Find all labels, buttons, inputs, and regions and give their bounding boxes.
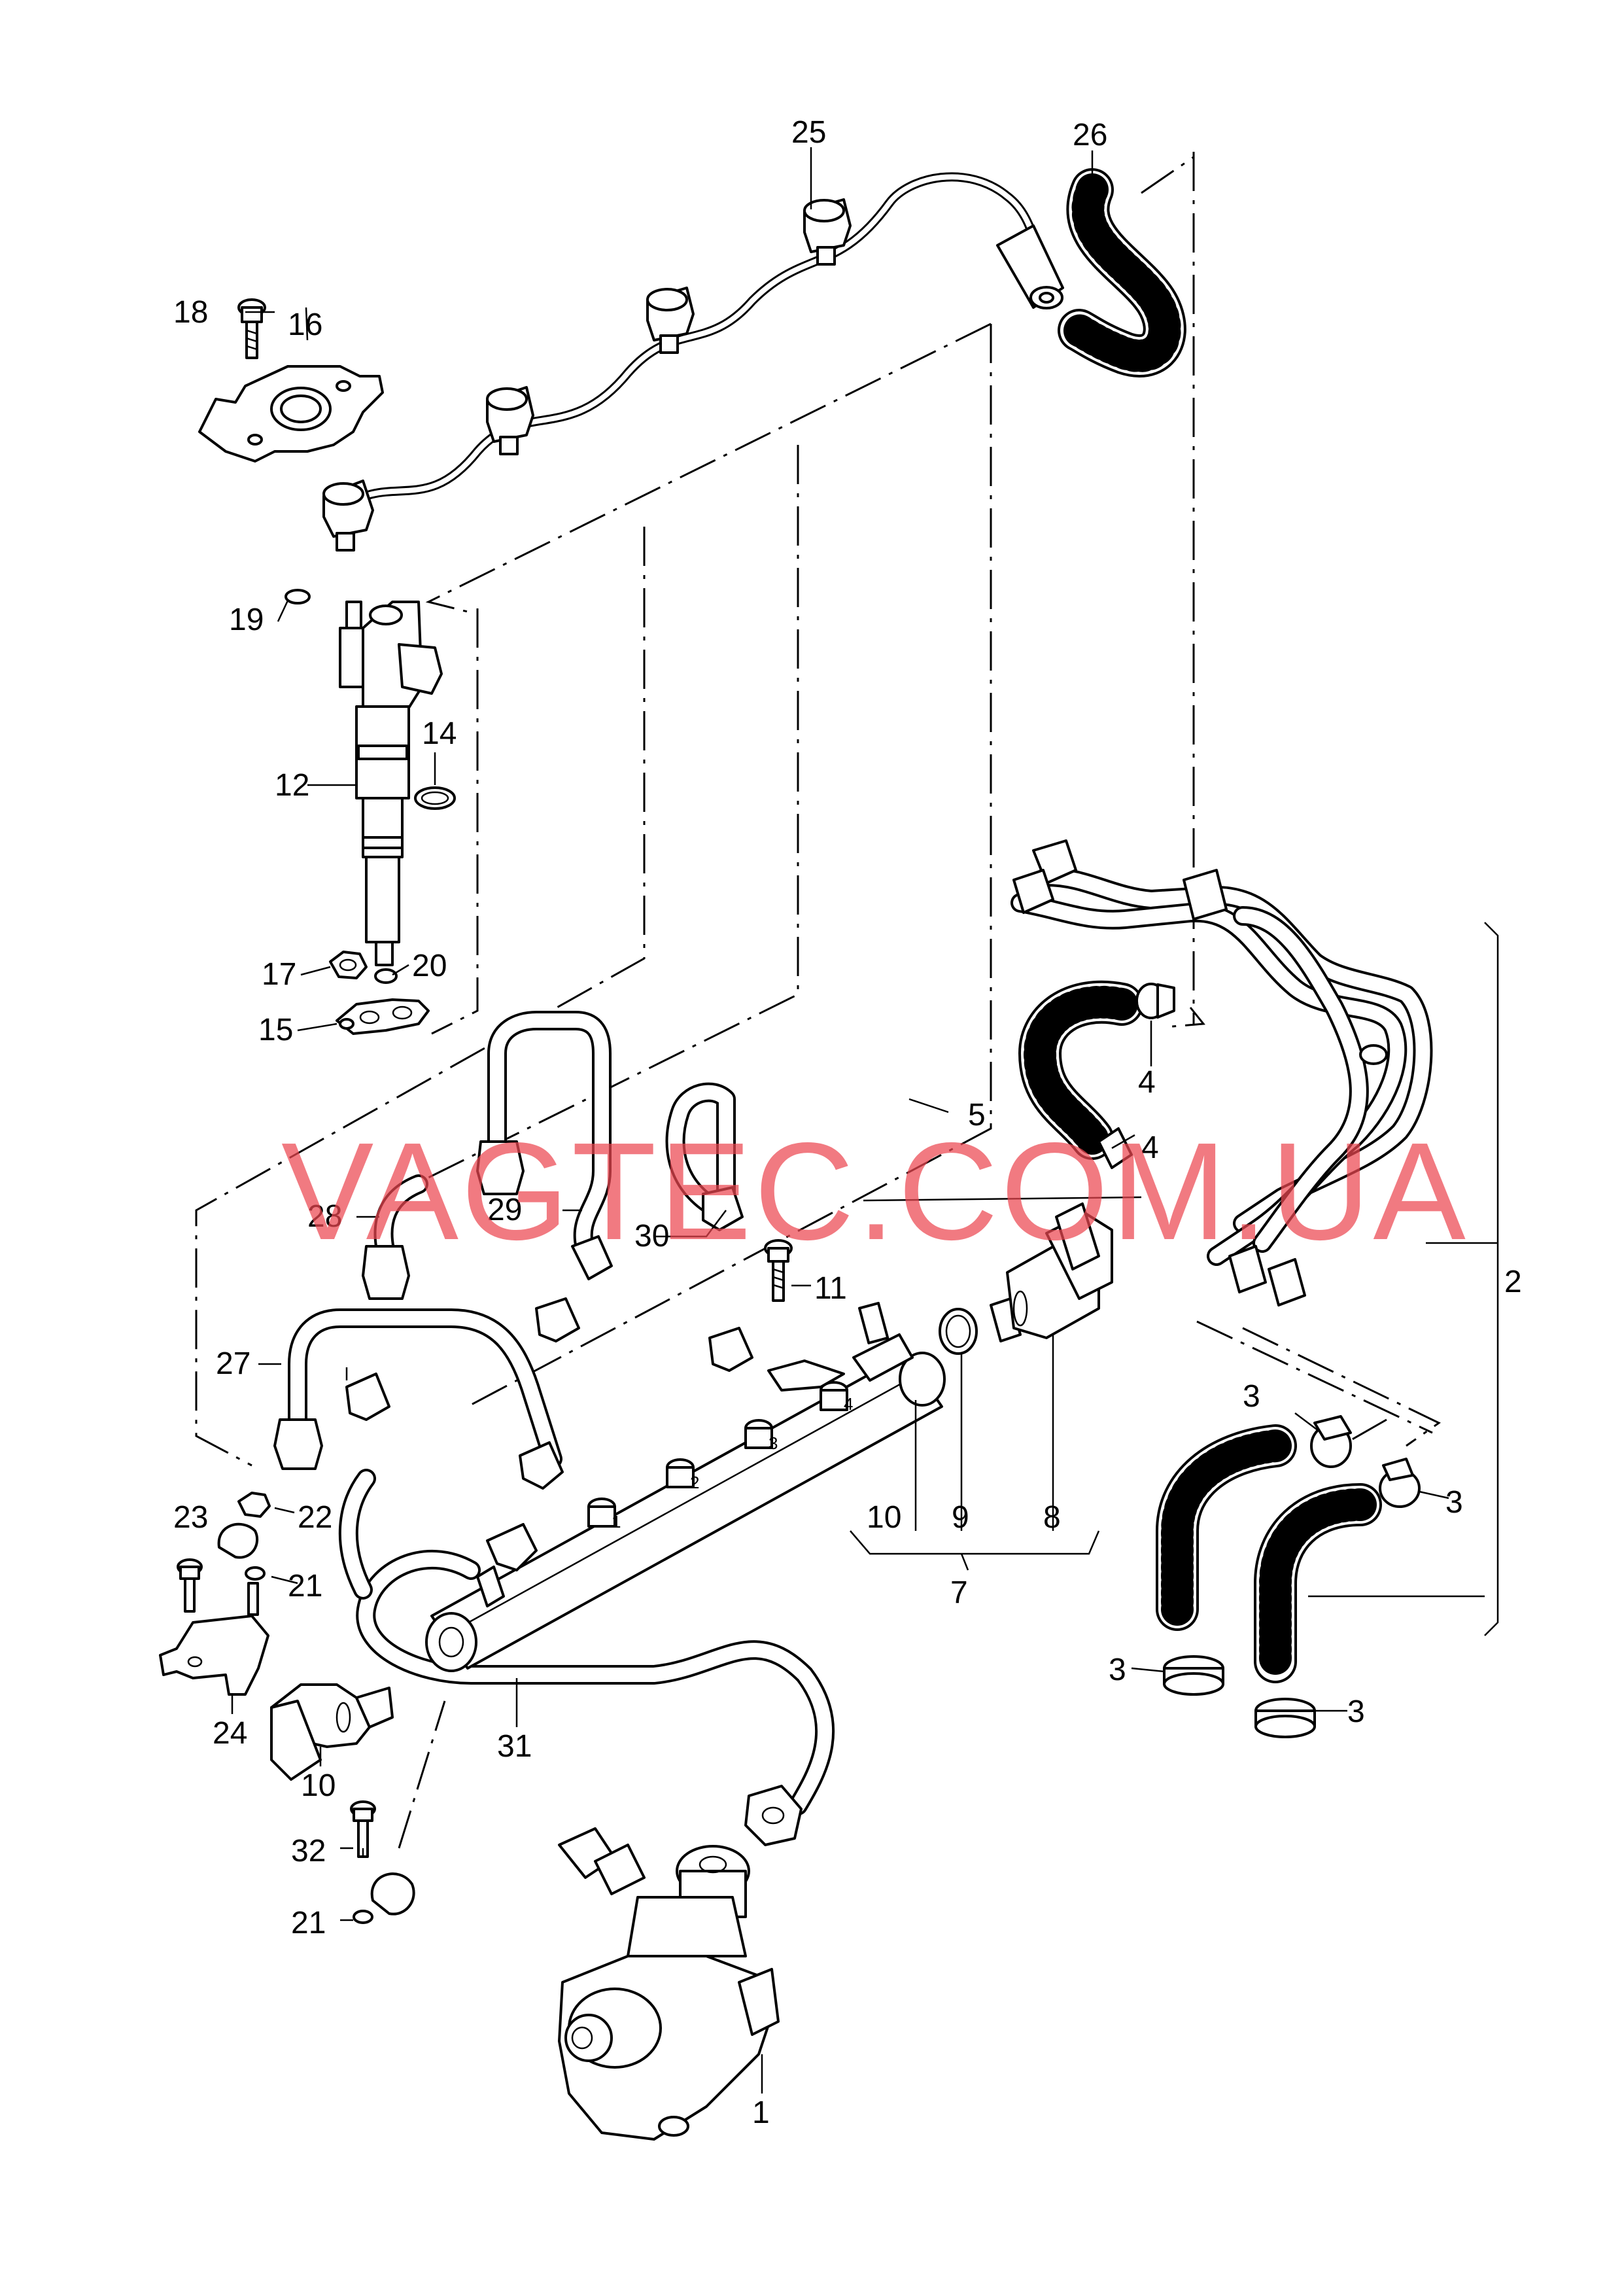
o-ring-14 <box>414 786 456 810</box>
hose-3-right <box>1254 1483 1382 1683</box>
callout-2: 2 <box>1504 1265 1522 1299</box>
return-line-assembly-2 <box>1011 839 1433 1306</box>
callout-21-lower: 21 <box>291 1906 326 1940</box>
nut-22 <box>237 1492 271 1518</box>
clamp-3 <box>1310 1415 1352 1468</box>
callout-30: 30 <box>634 1219 669 1253</box>
callout-4-upper: 4 <box>1138 1065 1156 1100</box>
callout-7: 7 <box>950 1575 968 1610</box>
callout-3-lower-right: 3 <box>1347 1694 1365 1729</box>
injector-pipe-28 <box>362 1174 428 1300</box>
callout-numbers: 25 26 18 16 19 14 12 17 20 15 4 5 4 28 2… <box>173 115 1522 2130</box>
callout-15: 15 <box>258 1013 293 1047</box>
callout-32: 32 <box>291 1834 326 1868</box>
leader-lines <box>231 147 1499 2094</box>
callout-21-upper: 21 <box>288 1569 322 1603</box>
return-tee-connector <box>803 198 852 266</box>
fuel-rail: 1 2 3 4 <box>425 1301 946 1672</box>
callout-17: 17 <box>262 957 296 992</box>
callout-31: 31 <box>497 1729 532 1764</box>
callout-23: 23 <box>173 1500 208 1535</box>
hose-26 <box>1058 168 1186 377</box>
callout-3-upper: 3 <box>1243 1379 1260 1414</box>
callout-1: 1 <box>752 2095 770 2130</box>
callout-3-right: 3 <box>1445 1485 1463 1520</box>
callout-3-lower-left: 3 <box>1109 1653 1126 1687</box>
callout-29: 29 <box>487 1193 522 1227</box>
rail-port-label: 3 <box>769 1433 778 1453</box>
callout-4-lower: 4 <box>1141 1130 1159 1165</box>
clamp-3 <box>1379 1458 1421 1508</box>
callout-20: 20 <box>412 949 447 983</box>
callout-27: 27 <box>216 1346 251 1381</box>
return-tee-connector <box>646 287 695 354</box>
injector-pipe-30 <box>665 1082 744 1231</box>
return-line-end-sleeve <box>996 224 1064 309</box>
callout-14: 14 <box>422 716 457 751</box>
callout-11: 11 <box>814 1271 847 1306</box>
pressure-sensor-10 <box>270 1683 394 1781</box>
washer-20 <box>374 968 398 984</box>
callout-28: 28 <box>307 1199 342 1234</box>
callout-12: 12 <box>275 768 309 803</box>
bracket-24 <box>159 1582 269 1696</box>
pressure-regulator-8 <box>990 1202 1113 1342</box>
bolt-11 <box>764 1239 793 1302</box>
callout-18: 18 <box>173 295 208 330</box>
rail-port-label: 4 <box>844 1394 853 1414</box>
o-ring-9 <box>939 1308 978 1355</box>
bracket <box>767 1359 845 1392</box>
rail-pipe-nuts <box>345 1297 753 1490</box>
callout-16: 16 <box>288 307 322 342</box>
callout-25: 25 <box>791 115 826 150</box>
callout-22: 22 <box>298 1500 332 1535</box>
clamp-3 <box>1254 1698 1316 1738</box>
bolt-32 <box>350 1800 376 1858</box>
hose-3-left <box>1156 1424 1297 1631</box>
clamp-4-lower <box>1097 1127 1133 1169</box>
pipe-31 <box>338 1469 835 1846</box>
bolt-23 <box>177 1558 203 1613</box>
clamp-plate-15 <box>336 998 430 1035</box>
clip-21 <box>217 1522 266 1581</box>
rail-port-label: 1 <box>612 1512 621 1532</box>
callout-5: 5 <box>968 1098 986 1132</box>
callout-8: 8 <box>1043 1500 1061 1535</box>
callout-19: 19 <box>229 603 264 637</box>
bolt-18 <box>237 298 266 359</box>
return-tee-connector <box>322 480 374 552</box>
callout-9: 9 <box>952 1500 969 1535</box>
return-tee-connector <box>486 386 534 455</box>
high-pressure-pump-1 <box>558 1827 780 2141</box>
clamp-3 <box>1163 1655 1224 1696</box>
injector-pipe-29 <box>476 1011 613 1280</box>
o-ring-19 <box>285 589 311 604</box>
clip-21-lower <box>353 1872 415 1924</box>
nut-17 <box>329 951 368 979</box>
seal-plate-16 <box>198 365 384 463</box>
clamp-4 <box>1135 983 1175 1019</box>
return-line-25 <box>322 172 1064 552</box>
rail-port-label: 2 <box>690 1473 699 1492</box>
pipe-27 <box>273 1308 562 1470</box>
callout-24: 24 <box>213 1716 247 1751</box>
callout-10-sensor: 10 <box>301 1768 336 1803</box>
injector-12 <box>339 601 443 966</box>
callout-10-rail: 10 <box>867 1500 901 1535</box>
callout-26: 26 <box>1073 118 1107 152</box>
